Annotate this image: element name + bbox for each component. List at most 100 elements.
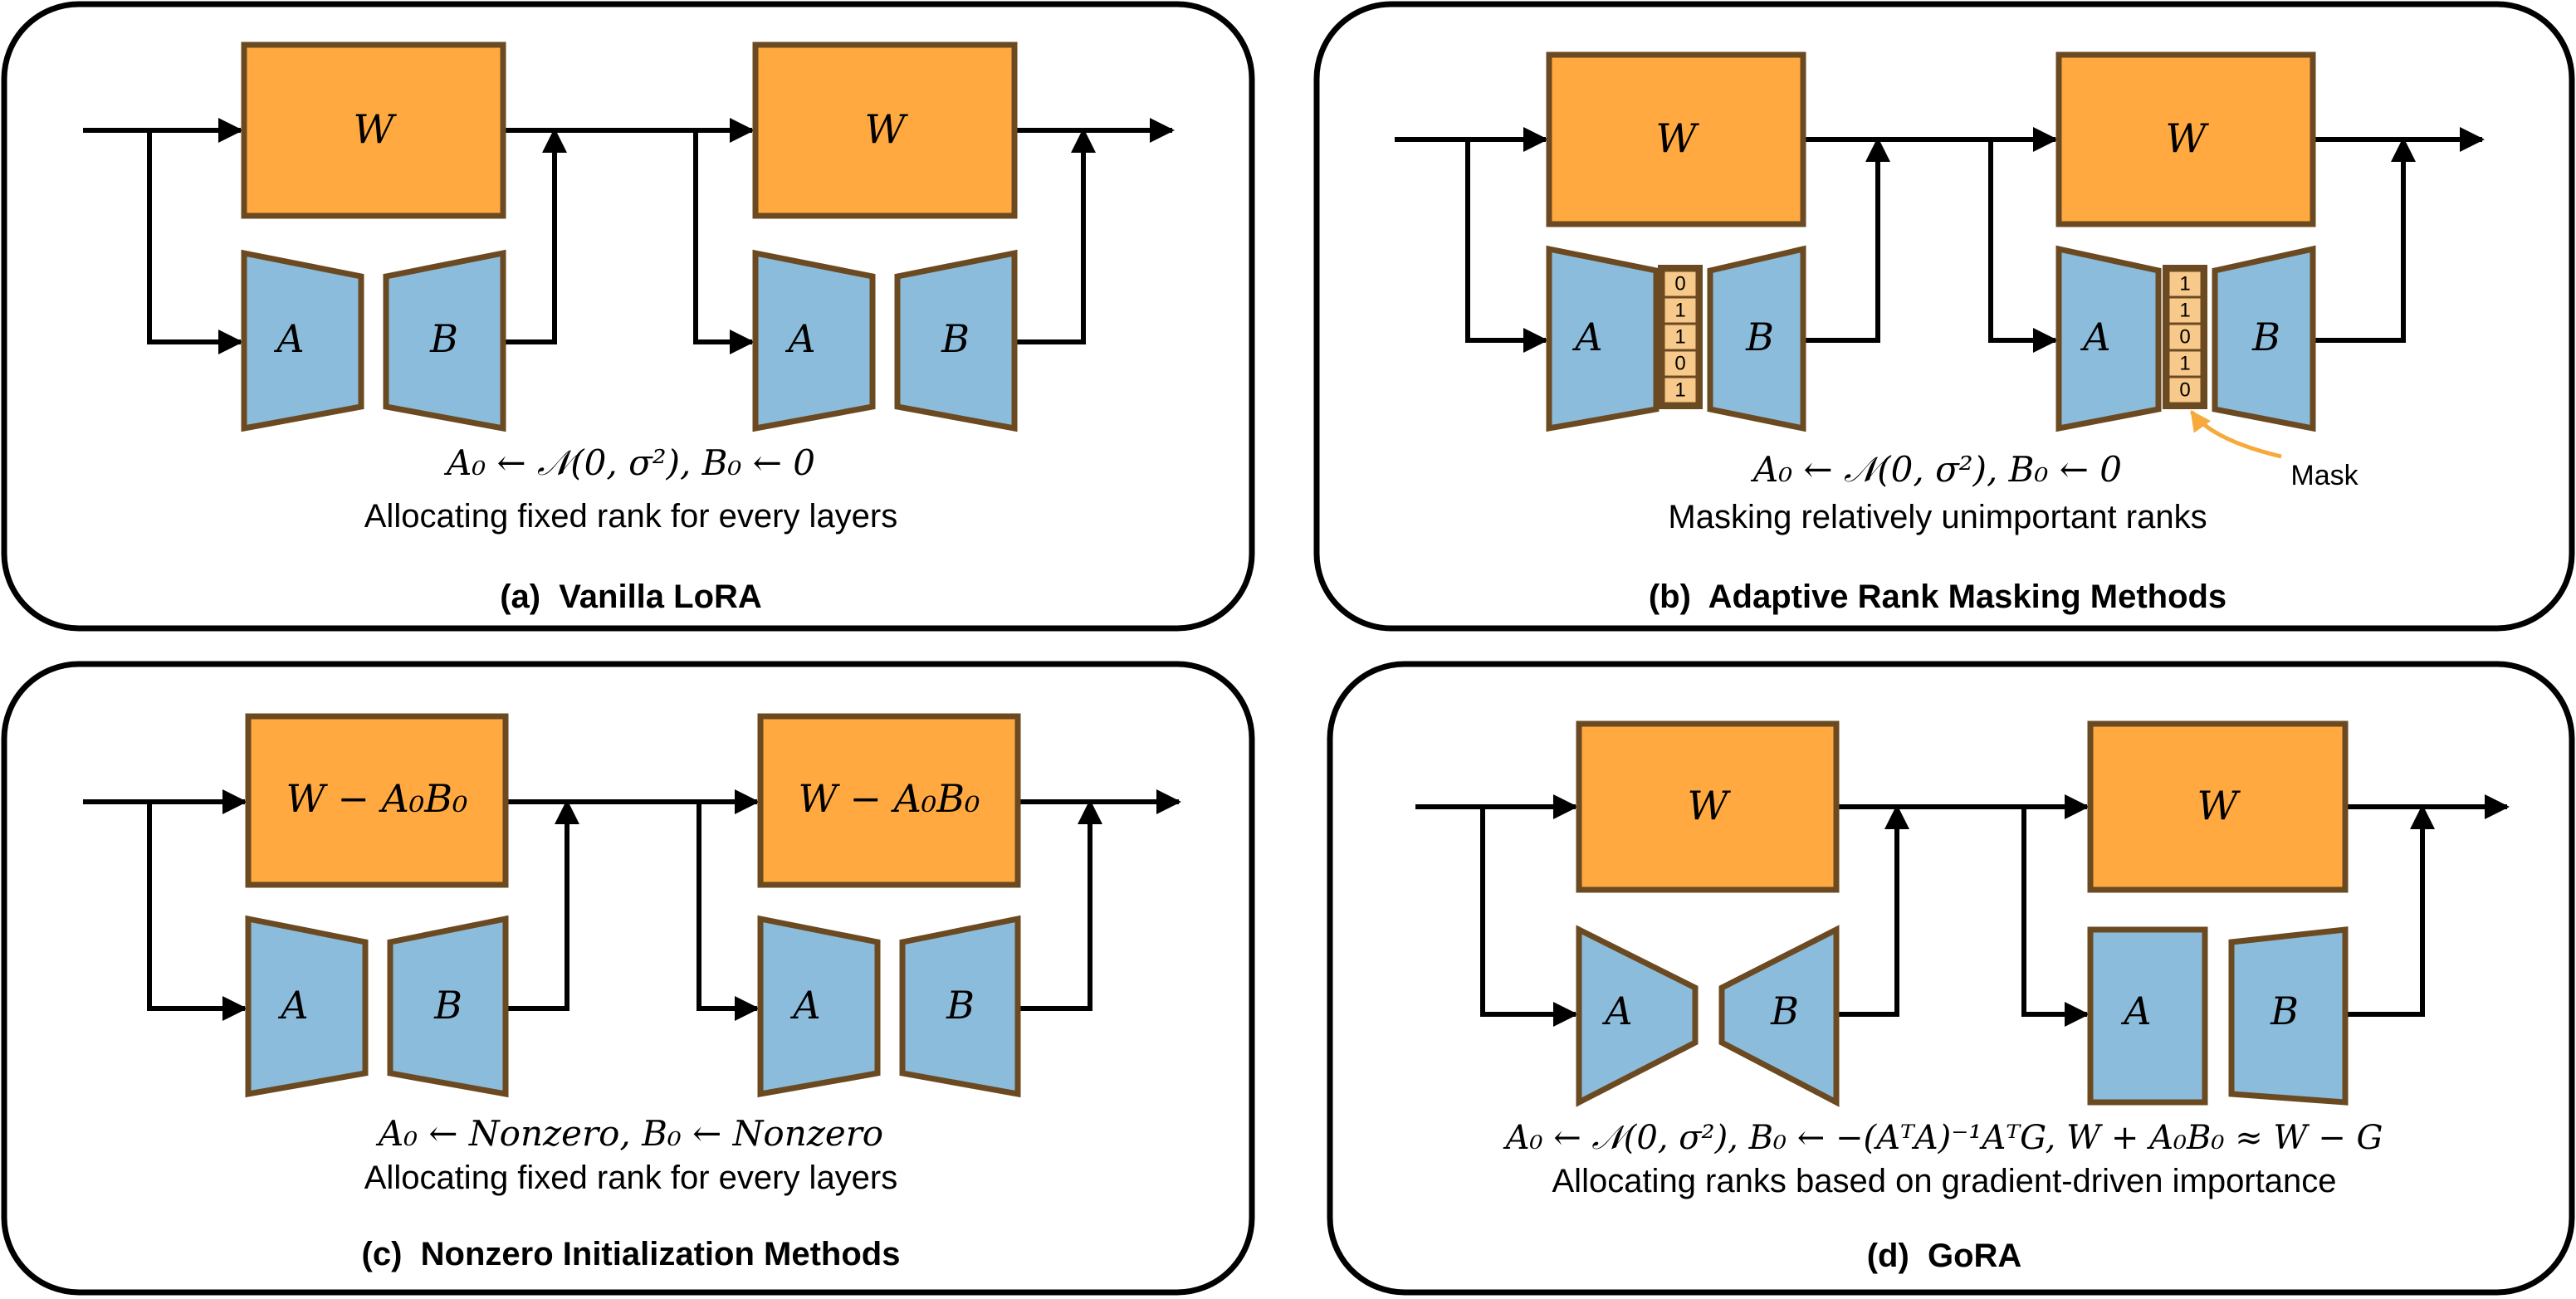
adapter-a-block [752,249,876,432]
adapter-b-label: B [429,316,458,361]
adapter-a-block [757,915,881,1098]
adapter-a-block [245,915,369,1098]
weight-block [1546,51,1806,227]
panel-b-wires [1395,127,2485,353]
adapter-a-label: A [2120,989,2151,1033]
adapter-a-label: A [1572,315,1602,359]
rank-mask: 0 1 1 0 1 [1658,265,1703,409]
panel-a-description: Allocating fixed rank for every layers [364,498,898,535]
rank-mask: 1 1 0 1 0 [2163,265,2207,409]
mask-bit: 1 [2179,352,2190,374]
adapter-a-label: A [785,316,815,361]
mask-cell [2167,349,2203,378]
adapter-a-block [2055,245,2162,432]
adapter-b-block [1718,925,1840,1107]
weight-label: W [2165,116,2209,163]
weight-label: W [2197,784,2241,830]
weight-label: W − A₀B₀ [799,776,980,821]
adapter-b-block [1707,245,1806,432]
weight-label: W − A₀B₀ [286,776,468,821]
adapter-a-block [1576,925,1699,1107]
panel-d: W A B W A B A₀ ← 𝒩(0, σ²), B₀ ← −(AᵀA)⁻¹… [1327,661,2575,1296]
adapter-a-label: A [2080,315,2110,359]
adapter-b-label: B [946,983,975,1028]
adapter-a-label: A [789,983,820,1028]
mask-bit: 0 [2179,325,2190,348]
weight-block [2087,720,2349,893]
panel-a-layer-2: W A B [752,42,1018,432]
weight-label: W [864,107,908,154]
mask-bit: 0 [1674,272,1685,295]
mask-bit: 0 [2179,378,2190,401]
adapter-a-block [1546,245,1659,432]
panel-b-border [1313,1,2575,632]
mask-cell [2167,375,2203,405]
weight-block [241,42,506,219]
adapter-a-label: A [273,316,304,361]
panel-b-description: Masking relatively unimportant ranks [1668,499,2207,535]
panel-c-border [1,661,1255,1296]
adapter-b-block [894,249,1018,432]
panel-d-description: Allocating ranks based on gradient-drive… [1552,1163,2337,1199]
adapter-a-block [2087,926,2208,1106]
panel-d-layer-1: W A B [1576,720,1840,1107]
panel-b-formula: A₀ ← 𝒩(0, σ²), B₀ ← 0 [1750,449,2122,490]
mask-cell [1662,269,1699,299]
mask-bit: 1 [2179,272,2190,295]
panel-c: W − A₀B₀ A B W − A₀B₀ A B A₀ ← Nonzero, … [1,661,1255,1296]
adapter-a-label: A [1601,989,1632,1033]
adapter-b-label: B [1745,315,1774,359]
panel-b-layer-1: W A 0 1 1 0 1 B [1546,51,1806,432]
panel-a-caption: (a) Vanilla LoRA [500,579,762,615]
mask-bit: 1 [2179,299,2190,321]
adapter-b-block [2228,926,2349,1106]
weight-block [757,713,1021,888]
mask-bit: 1 [1674,325,1685,348]
adapter-b-label: B [2270,989,2299,1033]
mask-cell [1662,295,1699,325]
adapter-b-label: B [433,983,462,1028]
panel-a-formula: A₀ ← 𝒩(0, σ²), B₀ ← 0 [443,442,815,483]
mask-cell [2167,295,2203,325]
panel-c-description: Allocating fixed rank for every layers [364,1160,898,1196]
panel-a-layer-1: W A B [241,42,506,432]
panel-c-layer-2: W − A₀B₀ A B [757,713,1021,1098]
adapter-b-block [387,915,509,1098]
mask-pointer-arrow [2189,409,2282,459]
weight-block [2055,51,2316,227]
adapter-b-block [2212,245,2316,432]
mask-cell [2167,269,2203,299]
adapter-a-label: A [277,983,308,1028]
panel-c-formula: A₀ ← Nonzero, B₀ ← Nonzero [375,1113,883,1154]
panel-c-layer-1: W − A₀B₀ A B [245,713,509,1098]
weight-block [1576,720,1840,893]
mask-bit: 0 [1674,352,1685,374]
panel-b-caption: (b) Adaptive Rank Masking Methods [1649,579,2227,615]
panel-d-border [1327,661,2575,1296]
weight-block [752,42,1018,219]
panel-d-wires [1415,794,2510,1027]
adapter-b-block [899,915,1021,1098]
adapter-b-label: B [941,316,970,361]
panel-a-wires [83,118,1175,354]
panel-c-wires [83,789,1181,1021]
panel-c-caption: (c) Nonzero Initialization Methods [362,1236,901,1272]
weight-label: W [1655,116,1699,163]
weight-block [245,713,509,888]
mask-bit: 1 [1674,299,1685,321]
adapter-b-block [383,249,506,432]
adapter-b-label: B [2251,315,2280,359]
panel-d-layer-2: W A B [2087,720,2349,1106]
panel-a-border [1,1,1255,632]
weight-label: W [353,107,397,154]
mask-bit: 1 [1674,378,1685,401]
weight-label: W [1687,784,1731,830]
adapter-a-block [241,249,364,432]
panel-a: W A B W A B A₀ ← 𝒩(0, σ²), B₀ ← 0 Alloca… [1,1,1255,632]
panel-b-layer-2: W A 1 1 0 1 0 B [2055,51,2316,432]
mask-cell [1662,375,1699,405]
panel-d-caption: (d) GoRA [1867,1238,2022,1274]
panel-d-formula: A₀ ← 𝒩(0, σ²), B₀ ← −(AᵀA)⁻¹AᵀG, W + A₀B… [1503,1119,2383,1157]
